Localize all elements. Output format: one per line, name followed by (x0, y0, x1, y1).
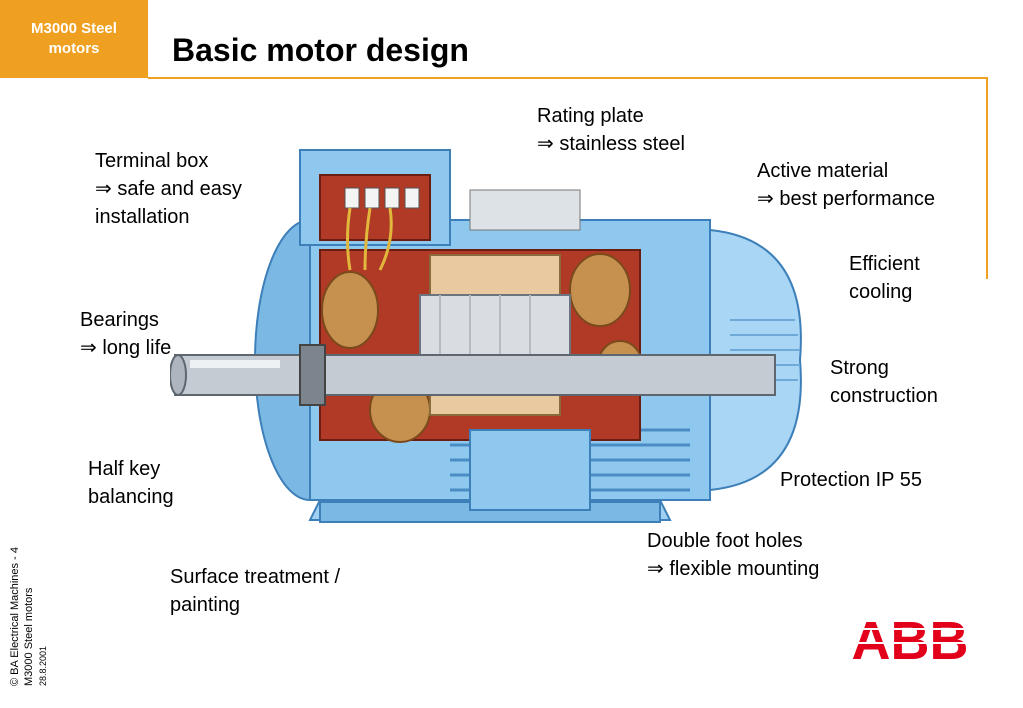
footer-date: 28.8.2001 (38, 645, 48, 686)
label-surface-treatment-line2: painting (170, 594, 241, 616)
label-rating-plate: Rating plate ⇒ stainless steel (537, 102, 685, 158)
label-efficient-cooling-line1: Efficient (849, 253, 920, 275)
label-active-material-benefit: ⇒ best performance (757, 188, 935, 210)
label-protection: Protection IP 55 (780, 466, 922, 494)
label-half-key-line2: balancing (88, 486, 174, 508)
label-protection-text: Protection IP 55 (780, 469, 922, 491)
header-rule (148, 77, 988, 79)
label-efficient-cooling: Efficient cooling (849, 250, 920, 306)
label-rating-plate-benefit: ⇒ stainless steel (537, 133, 685, 155)
section-tab: M3000 Steel motors (0, 0, 148, 78)
label-double-foot-holes: Double foot holes ⇒ flexible mounting (647, 527, 819, 583)
section-tab-line1: M3000 Steel (31, 20, 117, 37)
label-rating-plate-title: Rating plate (537, 105, 644, 127)
label-strong-construction-line1: Strong (830, 357, 889, 379)
label-terminal-box-benefit: ⇒ safe and easy (95, 178, 242, 200)
label-terminal-box-title: Terminal box (95, 150, 209, 172)
label-bearings: Bearings ⇒ long life (80, 306, 171, 362)
label-half-key-line1: Half key (88, 458, 161, 480)
section-tab-line2: motors (48, 40, 100, 57)
label-strong-construction: Strong construction (830, 354, 938, 410)
abb-logo: ABB (848, 615, 972, 663)
label-half-key: Half key balancing (88, 455, 174, 511)
page-title: Basic motor design (172, 32, 469, 68)
label-active-material-title: Active material (757, 160, 889, 182)
footer-product: M3000 Steel motors (23, 587, 35, 686)
label-bearings-title: Bearings (80, 309, 159, 331)
label-surface-treatment-line1: Surface treatment / (170, 566, 341, 588)
label-terminal-box-benefit-cont: installation (95, 206, 190, 228)
slide-footer: © BA Electrical Machines - 4 M3000 Steel… (8, 547, 50, 686)
label-efficient-cooling-line2: cooling (849, 281, 913, 303)
label-double-foot-holes-title: Double foot holes (647, 530, 803, 552)
label-terminal-box: Terminal box ⇒ safe and easy installatio… (95, 147, 242, 231)
footer-copyright: © BA Electrical Machines - 4 (9, 547, 21, 686)
label-double-foot-holes-benefit: ⇒ flexible mounting (647, 558, 820, 580)
abb-logo-text: ABB (852, 615, 969, 663)
label-surface-treatment: Surface treatment / painting (170, 563, 340, 619)
header-rule-vertical (986, 77, 988, 279)
label-bearings-benefit: ⇒ long life (80, 337, 172, 359)
label-active-material: Active material ⇒ best performance (757, 157, 935, 213)
motor-cutaway-illustration (170, 149, 802, 523)
label-strong-construction-line2: construction (830, 385, 938, 407)
